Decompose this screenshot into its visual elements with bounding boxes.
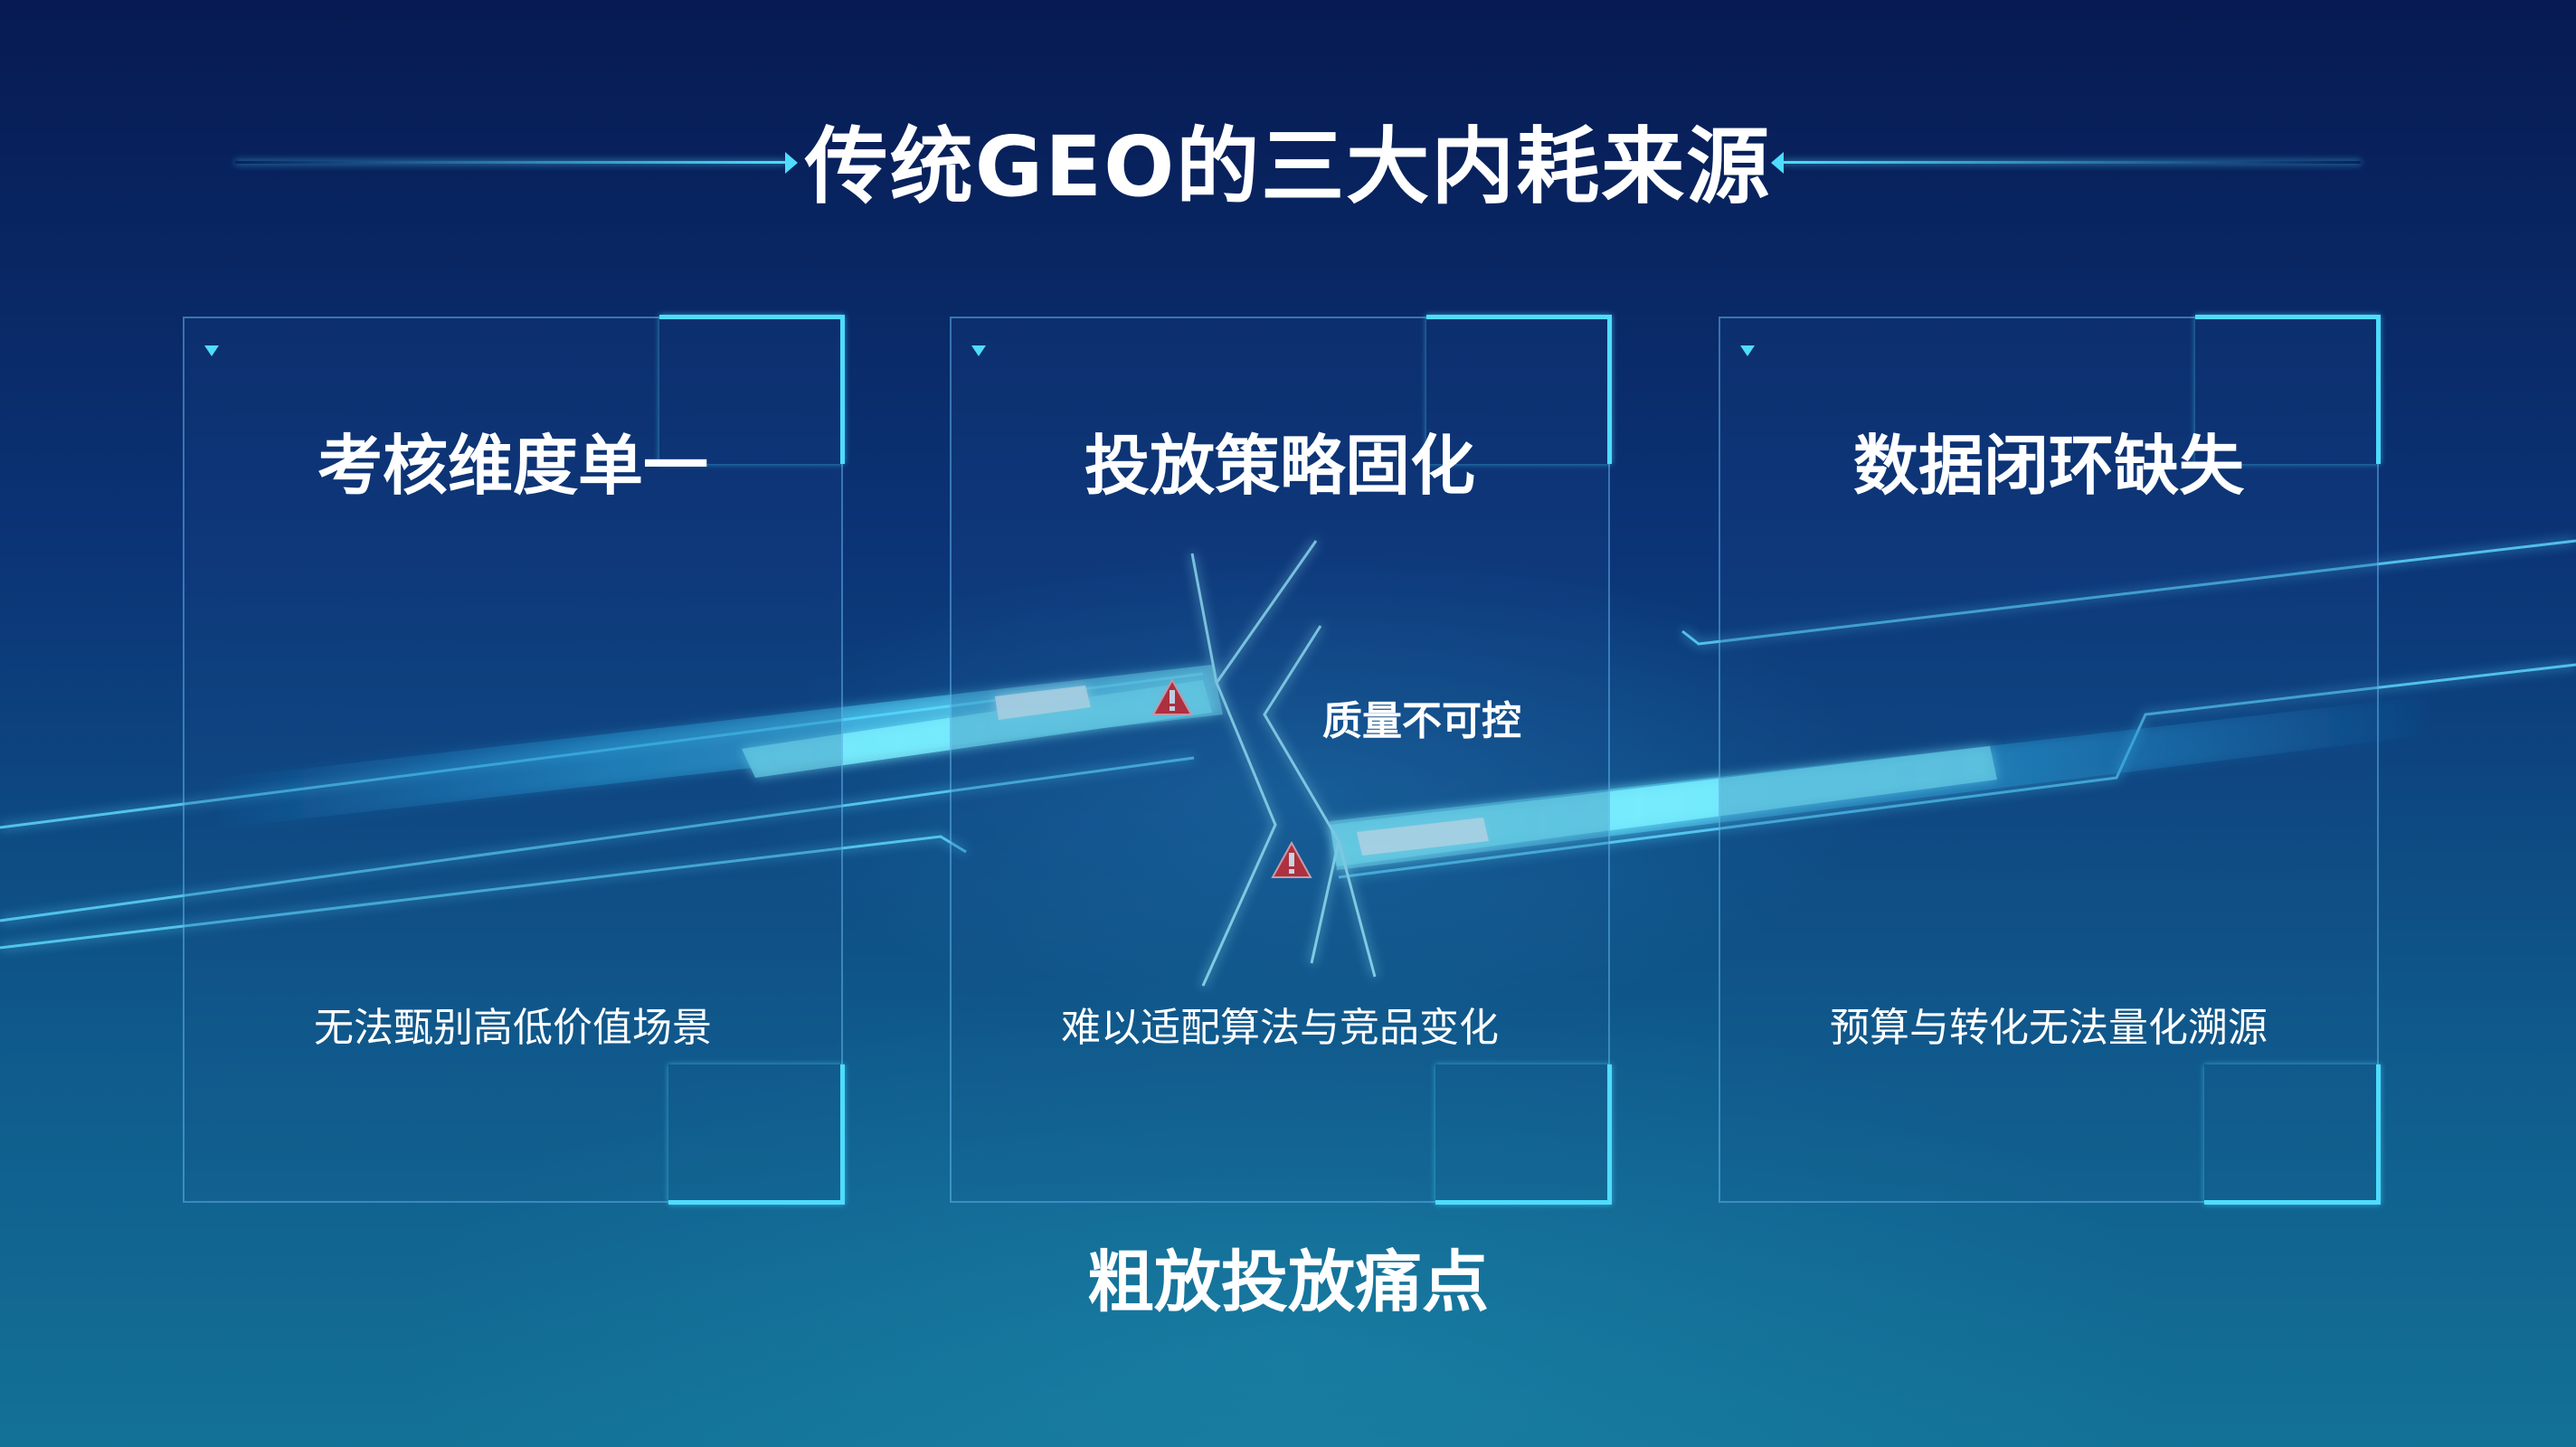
page-title: 传统GEO的三大内耗来源: [804, 118, 1772, 215]
title-divider-arrow-left: [785, 152, 798, 174]
corner-marker-icon: [204, 345, 219, 356]
crack-lines: [1190, 540, 1377, 987]
panel-accent-bottom-right: [1435, 1064, 1612, 1205]
bottom-caption: 粗放投放痛点: [1087, 1244, 1489, 1321]
title-divider-right: [1782, 161, 2361, 164]
panel-strategy: 投放策略固化 难以适配算法与竞品变化: [950, 315, 1612, 1205]
corner-marker-icon: [1740, 345, 1755, 356]
panel-data-loop: 数据闭环缺失 预算与转化无法量化溯源: [1719, 315, 2381, 1205]
panel-accent-bottom-right: [2204, 1064, 2381, 1205]
panel-title: 考核维度单一: [317, 428, 708, 504]
panel-accent-top-right: [659, 315, 845, 464]
title-divider-arrow-right: [1771, 152, 1784, 174]
panel-assessment: 考核维度单一 无法甄别高低价值场景: [183, 315, 845, 1205]
panel-description: 预算与转化无法量化溯源: [1830, 1005, 2268, 1051]
panel-description: 无法甄别高低价值场景: [314, 1005, 712, 1051]
warning-triangle-icon: [1271, 840, 1312, 878]
panel-title: 数据闭环缺失: [1852, 428, 2244, 504]
data-stream-left: [208, 665, 1223, 828]
warning-label: 质量不可控: [1322, 698, 1521, 744]
data-stream-right: [1330, 696, 2433, 870]
panel-title: 投放策略固化: [1084, 428, 1475, 504]
panel-accent-top-right: [2195, 315, 2381, 464]
title-divider-left: [235, 161, 787, 164]
panel-accent-top-right: [1426, 315, 1612, 464]
panel-description: 难以适配算法与竞品变化: [1061, 1005, 1499, 1051]
warning-triangle-icon: [1151, 677, 1193, 715]
corner-marker-icon: [971, 345, 986, 356]
panel-accent-bottom-right: [668, 1064, 845, 1205]
